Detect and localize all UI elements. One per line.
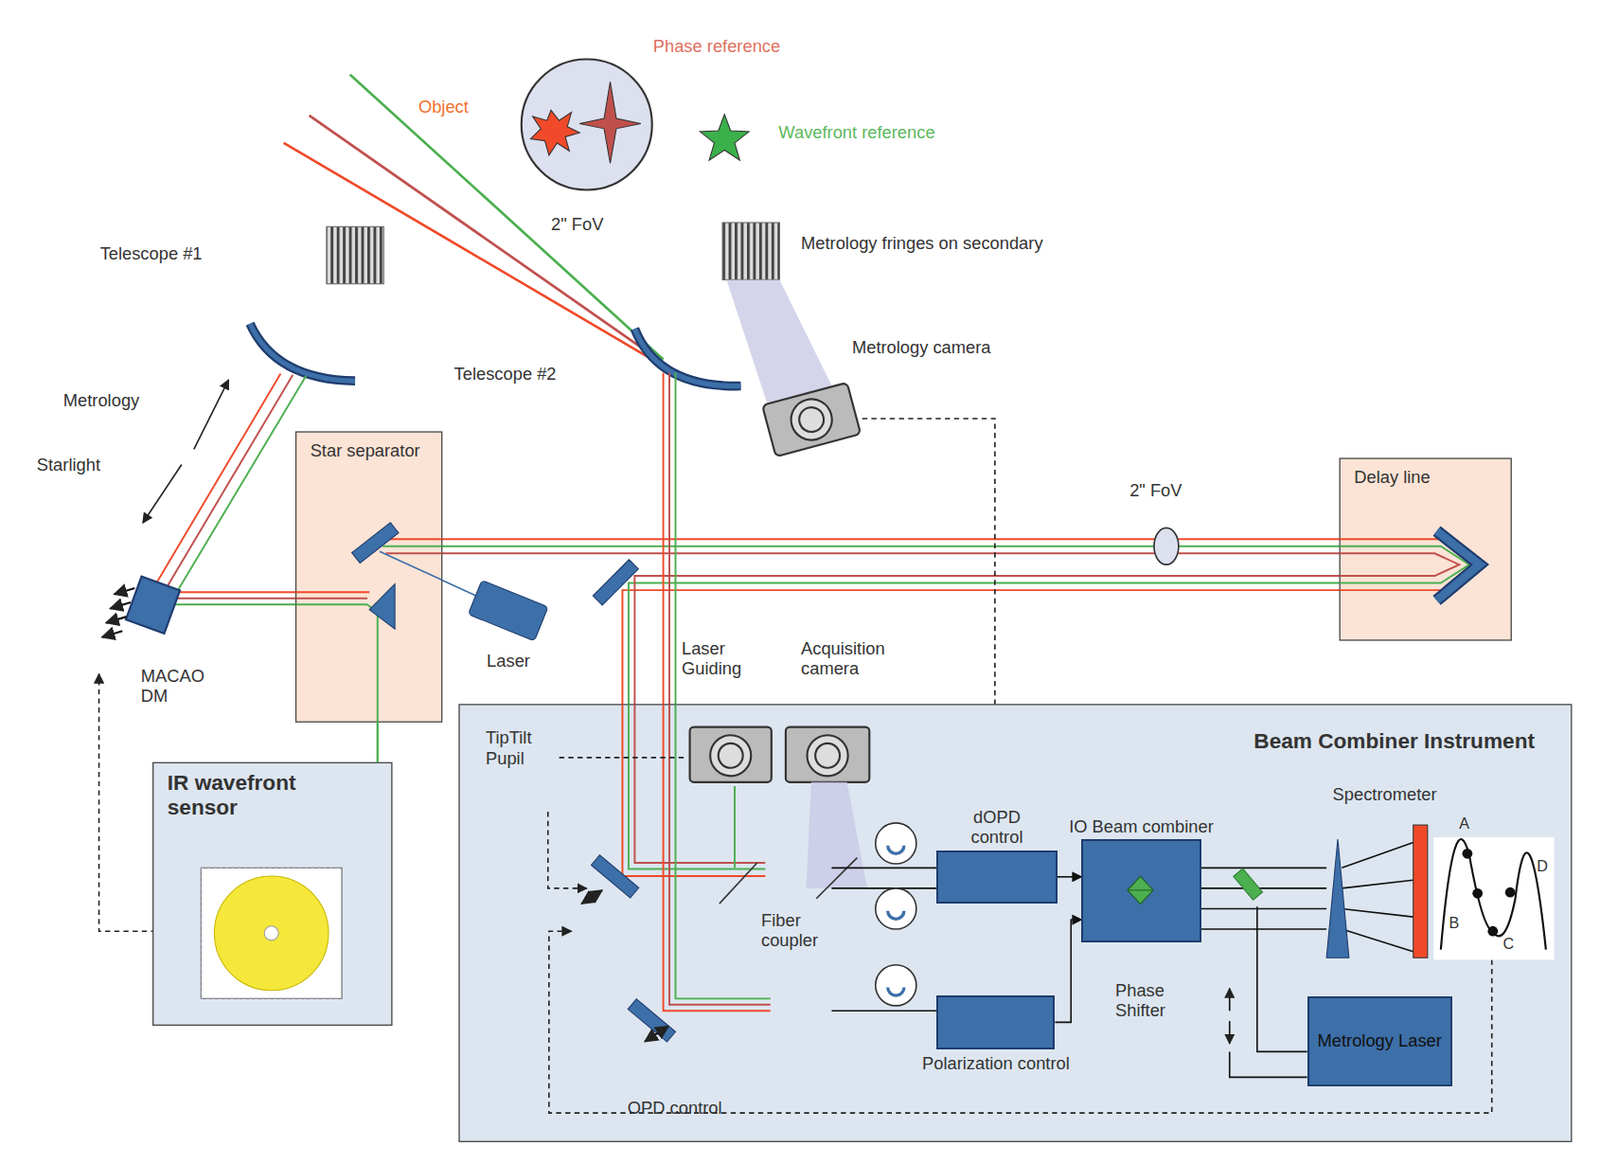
laser-box: Metrology Laser [1307, 995, 1453, 1086]
part-label: Telescope #2 [454, 363, 557, 384]
part-label: Metrology camera [852, 337, 992, 357]
fiber-connector [1057, 875, 1083, 878]
node-title: dOPD control [950, 806, 1043, 847]
node-title: Polarization control [873, 1052, 1120, 1073]
part-label: TipTilt Pupil [485, 727, 557, 767]
part-label: Starlight [36, 454, 101, 475]
node-title: Delay line [1353, 466, 1508, 487]
part-label: Laser Guiding [681, 638, 779, 678]
part-label: Fiber coupler [761, 909, 854, 950]
node-title: IR wavefront sensor [167, 770, 373, 820]
part-label: Spectrometer [1333, 783, 1438, 804]
instrument-panel: Beam Combiner InstrumentdOPD controlIO B… [459, 704, 1572, 1141]
part-label: Metrology fringes on secondary [800, 232, 1044, 253]
part-label: Wavefront reference [778, 122, 935, 143]
part-label: Phase Shifter [1115, 979, 1203, 1020]
node-title: IO Beam combiner [1018, 816, 1264, 836]
node-title: Metrology Laser [1309, 1031, 1451, 1051]
part-label: D [1536, 856, 1548, 875]
part-label: Telescope #1 [100, 243, 203, 264]
part-label: OPD control [627, 1097, 723, 1118]
node-title: Beam Combiner Instrument [1105, 728, 1535, 754]
combiner-diamond [1083, 840, 1199, 941]
part-label: Acquisition camera [800, 638, 944, 678]
part-label: C [1503, 934, 1515, 953]
sensor-panel: IR wavefront sensor [153, 762, 392, 1025]
part-label: Metrology [63, 390, 140, 410]
part-label: Laser [486, 650, 531, 671]
combiner-box: IO Beam combiner [1081, 838, 1201, 943]
part-label: B [1448, 913, 1459, 932]
part-label: 2" FoV [551, 213, 604, 234]
part-label: A [1458, 814, 1470, 833]
part-label: MACAO DM [141, 665, 223, 706]
node-title: Star separator [310, 440, 424, 461]
part-label: Object [418, 96, 469, 117]
control-box: dOPD control [936, 850, 1057, 904]
control-box: Polarization control [936, 995, 1055, 1049]
fiber-connector [1054, 919, 1082, 1022]
delay-line-panel: Delay line [1339, 458, 1512, 640]
part-label: Phase reference [653, 35, 781, 56]
part-label: 2" FoV [1129, 480, 1182, 500]
separator-panel: Star separator [296, 431, 443, 722]
